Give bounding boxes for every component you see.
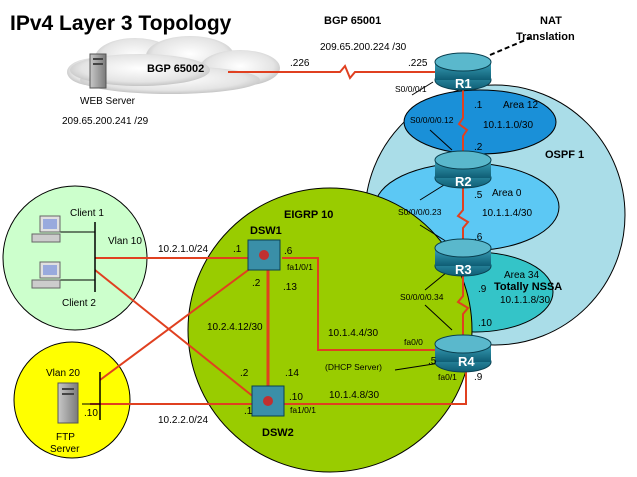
- r1-serial-if: S0/0/0/1: [395, 84, 427, 94]
- addr-dsw1-13: .13: [283, 282, 297, 293]
- net-r2r3: 10.1.1.4/30: [482, 208, 532, 219]
- r3-label: R3: [455, 262, 472, 277]
- r1-label: R1: [455, 76, 472, 91]
- r3-subif: S0/0/0/0.34: [400, 292, 444, 302]
- nat-label-2: Translation: [516, 31, 575, 43]
- r4-fa1-if: fa0/1: [438, 372, 457, 382]
- addr-dsw2-14: .14: [285, 368, 299, 379]
- isp-network: 209.65.200.224 /30: [320, 42, 407, 53]
- r4-label: R4: [458, 354, 475, 369]
- ftp-server-icon: [57, 382, 79, 424]
- dhcp-note: (DHCP Server): [325, 362, 382, 372]
- addr-dsw2-2: .2: [240, 368, 249, 379]
- addr-r4-10: .10: [478, 318, 492, 329]
- ftp-label-1: FTP: [56, 432, 75, 443]
- dsw1-label: DSW1: [250, 225, 282, 237]
- page-title: IPv4 Layer 3 Topology: [10, 12, 232, 35]
- client2-label: Client 2: [62, 298, 96, 309]
- dsw2-label: DSW2: [262, 427, 294, 439]
- web-server-icon: [89, 53, 107, 89]
- r2-label: R2: [455, 174, 472, 189]
- addr-r1-1: .1: [474, 100, 483, 111]
- addr-ftp-10: .10: [84, 408, 98, 419]
- addr-dsw1-1: .1: [233, 244, 242, 255]
- dsw2-fa-if: fa1/0/1: [290, 405, 316, 415]
- eigrp-label: EIGRP 10: [284, 209, 333, 221]
- r1-subif: S0/0/0/0.12: [410, 115, 454, 125]
- addr-225: .225: [408, 58, 428, 69]
- addr-dsw2-1: .1: [244, 406, 253, 417]
- area34-type: Totally NSSA: [494, 281, 562, 293]
- vlan20-label: Vlan 20: [46, 368, 80, 379]
- net-dsw1-v10: 10.2.1.0/24: [158, 244, 208, 255]
- switch-dsw2[interactable]: [251, 385, 285, 417]
- web-server-label: WEB Server: [80, 96, 136, 107]
- nat-pointer: [489, 37, 531, 56]
- addr-dsw2-10: .10: [289, 392, 303, 403]
- net-dsw1-r4: 10.1.4.4/30: [328, 328, 378, 339]
- net-dsw-link: 10.2.4.12/30: [207, 322, 263, 333]
- net-r1r2: 10.1.1.0/30: [483, 120, 533, 131]
- bgp65001-label: BGP 65001: [324, 15, 381, 27]
- nat-label-1: NAT: [540, 15, 562, 27]
- ftp-label-2: Server: [50, 444, 80, 455]
- addr-r2-2: .2: [474, 142, 483, 153]
- client1-label: Client 1: [70, 208, 104, 219]
- addr-r4-9: .9: [474, 372, 483, 383]
- area34-label: Area 34: [504, 270, 539, 281]
- r4-fa0-if: fa0/0: [404, 337, 423, 347]
- router-r4[interactable]: [434, 334, 492, 373]
- net-r3r4: 10.1.1.8/30: [500, 295, 550, 306]
- router-r2[interactable]: [434, 150, 492, 189]
- vlan10-label: Vlan 10: [108, 236, 142, 247]
- addr-dsw1-2: .2: [252, 278, 261, 289]
- router-r3[interactable]: [434, 238, 492, 277]
- client1-pc-icon: [31, 215, 61, 243]
- addr-r4-5: .5: [428, 356, 437, 367]
- net-dsw2-r4: 10.1.4.8/30: [329, 390, 379, 401]
- client2-pc-icon: [31, 261, 61, 289]
- router-r1[interactable]: [434, 52, 492, 91]
- addr-226: .226: [290, 58, 310, 69]
- dsw1-fa-if: fa1/0/1: [287, 262, 313, 272]
- area12-label: Area 12: [503, 100, 538, 111]
- addr-r2-5: .5: [474, 190, 483, 201]
- r2-subif: S0/0/0/0.23: [398, 207, 442, 217]
- addr-dsw1-6: .6: [284, 246, 293, 257]
- links: [90, 64, 470, 405]
- bgp65002-label: BGP 65002: [147, 63, 204, 75]
- net-dsw2-v20: 10.2.2.0/24: [158, 415, 208, 426]
- switch-dsw1[interactable]: [247, 239, 281, 271]
- web-server-ip: 209.65.200.241 /29: [62, 116, 149, 127]
- area0-label: Area 0: [492, 188, 522, 199]
- addr-r3-9: .9: [478, 284, 487, 295]
- ospf-label: OSPF 1: [545, 149, 584, 161]
- addr-r3-6: .6: [474, 232, 483, 243]
